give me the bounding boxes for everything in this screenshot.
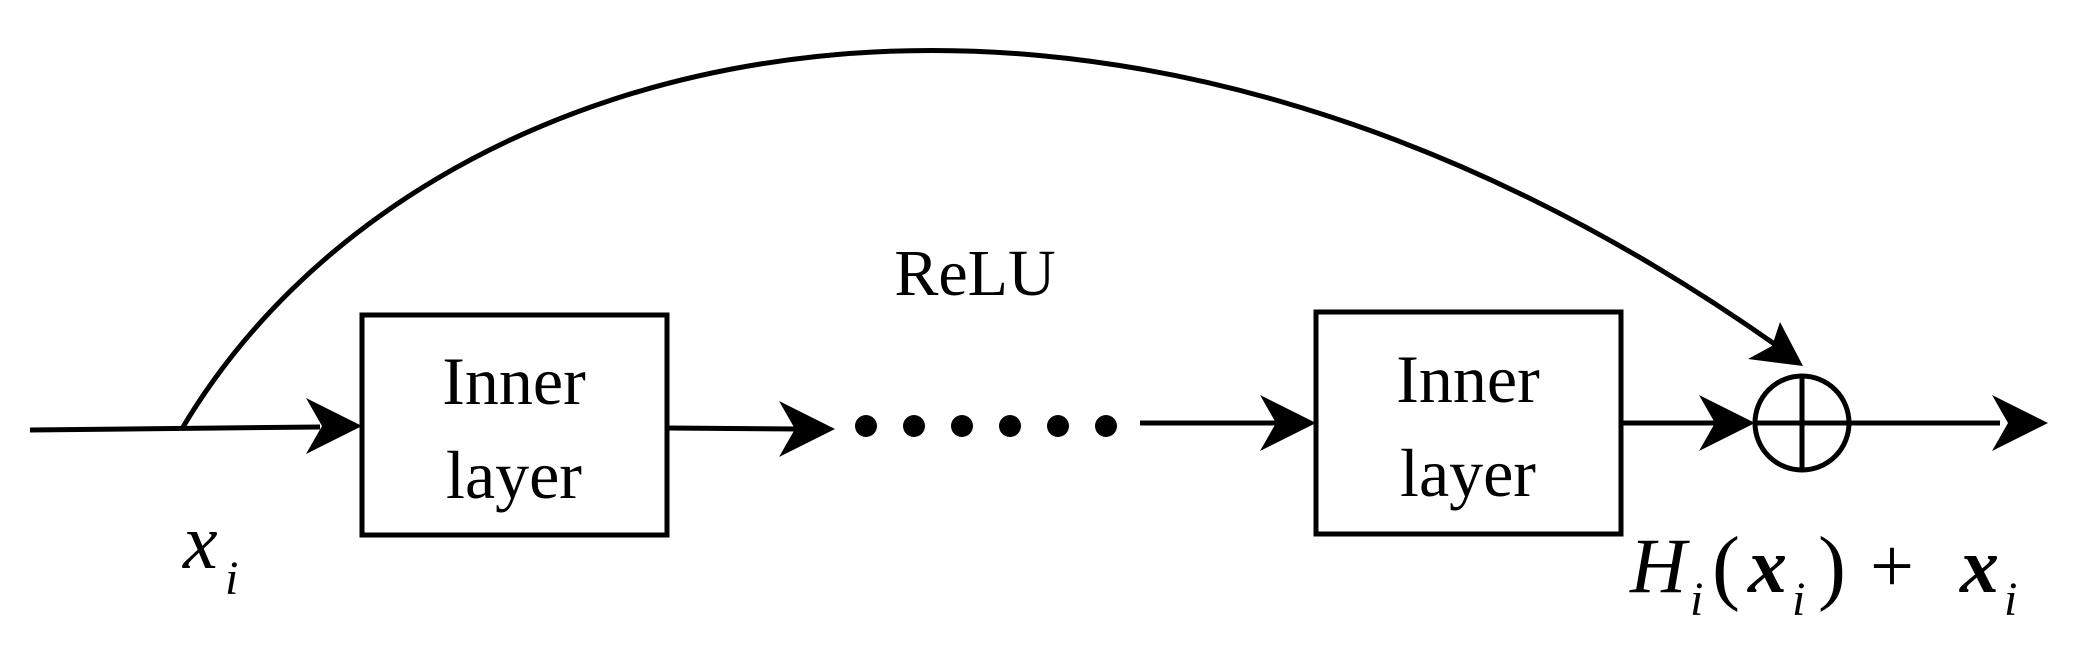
output-close-paren: ) (1818, 520, 1846, 613)
sum-node (1752, 373, 1852, 473)
ellipsis-dot (951, 415, 973, 437)
skip-connection-arrowhead (1748, 322, 1803, 366)
ellipsis-dot (1095, 415, 1117, 437)
arrow-into-block-1 (306, 398, 362, 454)
inner-layer-1-line-2: layer (446, 437, 582, 513)
ellipsis-dot (999, 415, 1021, 437)
inner-layer-1-line-1: Inner (442, 343, 586, 419)
output-label: H i ( x i ) + x i (1629, 520, 2017, 626)
input-label: x i (182, 498, 238, 605)
connector-block-1-out (666, 425, 801, 432)
ellipsis-dots (855, 415, 1117, 437)
inner-layer-block-1: Inner layer (359, 312, 670, 538)
ellipsis-dot (1047, 415, 1069, 437)
output-arg-subscript: i (1792, 573, 1805, 626)
inner-layer-box-1 (359, 312, 670, 538)
output-arg-symbol: x (1747, 522, 1787, 609)
inner-layer-block-2: Inner layer (1313, 309, 1624, 537)
ellipsis-dot (903, 415, 925, 437)
relu-label: ReLU (894, 237, 1055, 310)
input-label-subscript: i (225, 552, 238, 605)
output-function-symbol: H (1629, 522, 1690, 609)
arrow-to-ellipsis (779, 401, 835, 457)
output-term-subscript: i (2004, 573, 2017, 626)
input-label-base: x (182, 498, 218, 585)
output-function-subscript: i (1690, 573, 1703, 626)
output-arrowhead (1992, 395, 2048, 451)
output-plus-operator: + (1870, 522, 1914, 609)
arrow-into-sum-node (1699, 395, 1755, 451)
output-open-paren: ( (1712, 520, 1740, 613)
inner-layer-2-line-1: Inner (1396, 341, 1540, 417)
output-term-symbol: x (1959, 522, 1999, 609)
inner-layer-2-line-2: layer (1400, 435, 1536, 511)
arrow-into-block-2 (1260, 395, 1316, 451)
input-line (29, 424, 321, 433)
skip-connection-arc (180, 48, 1792, 429)
ellipsis-dot (855, 415, 877, 437)
